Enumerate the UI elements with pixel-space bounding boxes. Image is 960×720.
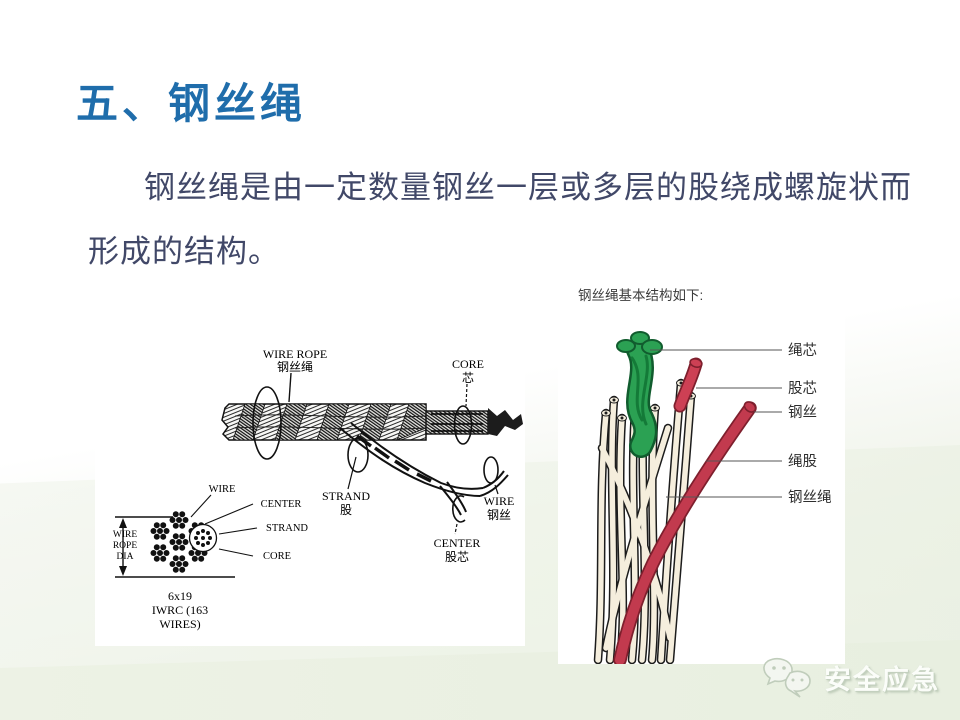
figure-title: 钢丝绳基本结构如下: (578, 287, 703, 303)
label-center-zh: 股芯 (445, 550, 469, 564)
label-strand-en: STRAND (322, 489, 370, 503)
label-wire: 钢丝 (788, 404, 817, 421)
label-cs-wire: WIRE (209, 484, 236, 495)
label-dia-1: WIRE (113, 530, 137, 540)
label-core-en: CORE (452, 357, 484, 371)
footer-brand: 安全应急 (760, 650, 950, 704)
red-strand-core (673, 357, 703, 413)
label-wire-rope-en: WIRE ROPE (263, 347, 327, 361)
body-paragraph: 钢丝绳是由一定数量钢丝一层或多层的股绕成螺旋状而 形成的结构。 (88, 156, 918, 284)
dimension-arrows (115, 516, 235, 578)
label-core-zh: 芯 (462, 371, 474, 385)
cross-section-drawing (149, 509, 218, 575)
leader-lines (288, 372, 499, 535)
rope-drawing (221, 403, 523, 441)
page-title: 五、钢丝绳 (76, 82, 307, 128)
label-wire-rope: 钢丝绳 (788, 489, 832, 506)
red-rope-strand (613, 401, 757, 667)
label-dia-3: DIA (117, 552, 134, 562)
label-cs-center: CENTER (261, 499, 302, 510)
rope-structure-color-svg: 钢丝绳基本结构如下: (558, 278, 845, 667)
label-wire-zh: 钢丝 (487, 508, 511, 522)
body-line-1: 钢丝绳是由一定数量钢丝一层或多层的股绕成螺旋状而 (144, 170, 912, 205)
label-rope-strand: 绳股 (788, 453, 817, 470)
label-wire-en: WIRE (484, 494, 515, 508)
rope-structure-color-diagram: 钢丝绳基本结构如下: (558, 278, 845, 667)
wire-rope-line-diagram-svg: WIRE ROPE 钢丝绳 CORE 芯 STRAND 股 WIRE 钢丝 CE… (113, 347, 523, 631)
cross-section-leaders (190, 494, 258, 557)
callout-loops (252, 386, 499, 523)
label-cs-strand: STRAND (266, 523, 308, 534)
label-dia-2: ROPE (113, 541, 137, 551)
wechat-bubbles-icon (763, 658, 811, 698)
caption-line-2: IWRC (163 (152, 603, 208, 617)
label-strand-core: 股芯 (788, 380, 817, 397)
wire-rope-line-diagram: WIRE ROPE 钢丝绳 CORE 芯 STRAND 股 WIRE 钢丝 CE… (95, 328, 525, 646)
label-center-en: CENTER (434, 536, 481, 550)
label-rope-core: 绳芯 (788, 342, 817, 359)
figure-leader-lines (650, 349, 782, 498)
brand-text: 安全应急 (824, 664, 940, 695)
body-line-2: 形成的结构。 (88, 234, 280, 269)
green-core (616, 331, 663, 458)
caption-line-3: WIRES) (159, 617, 200, 631)
label-strand-zh: 股 (340, 503, 352, 517)
caption-line-1: 6x19 (168, 589, 192, 603)
label-cs-core: CORE (263, 551, 291, 562)
label-wire-rope-zh: 钢丝绳 (277, 360, 313, 374)
